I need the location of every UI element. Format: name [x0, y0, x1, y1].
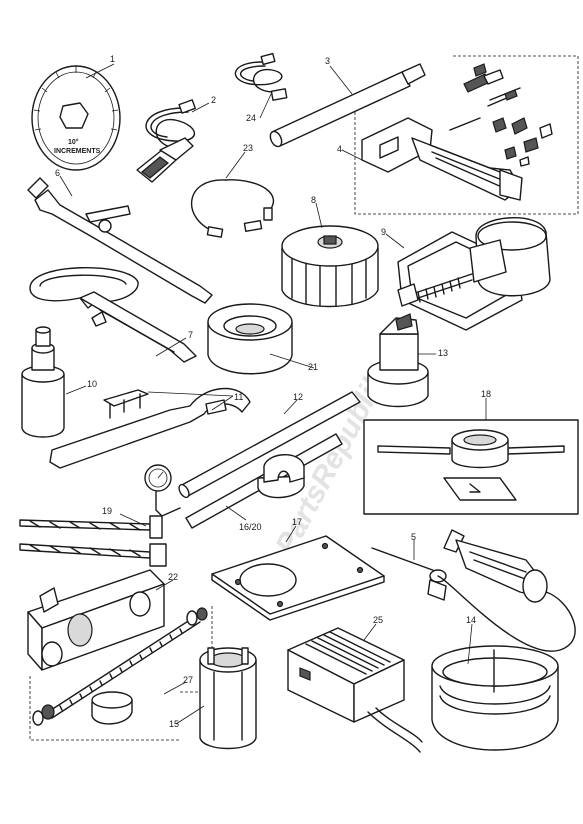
callout-24: 24	[246, 113, 256, 123]
slotted-socket-tool	[199, 647, 257, 750]
callout-17: 17	[292, 517, 302, 527]
split-ring-tool	[431, 645, 559, 751]
c-spanner-tool	[49, 387, 251, 469]
callout-11: 11	[234, 392, 243, 402]
callout-3: 3	[325, 56, 330, 66]
callout-4: 4	[337, 144, 342, 154]
callout-22: 22	[168, 572, 178, 582]
spline-drift-tool	[367, 313, 429, 408]
pressure-gauge	[144, 464, 181, 517]
hose-set-tool	[19, 515, 167, 567]
clamp-puller-tool	[397, 217, 551, 331]
fluid-extractor-tool	[371, 529, 576, 652]
holding-wrench-tool	[27, 177, 213, 304]
callout-15: 15	[169, 719, 179, 729]
callout-5: 5	[411, 532, 416, 542]
callout-10: 10	[87, 379, 97, 389]
oil-filter-wrench	[281, 225, 379, 308]
short-adapter-lead	[234, 52, 288, 101]
battery-charger-tool	[287, 627, 423, 753]
callout-13: 13	[438, 348, 448, 358]
degree-disc-tool: 10° INCREMENTS	[31, 65, 121, 171]
cylinder-pin-tool	[21, 326, 65, 438]
dial-label-increments: INCREMENTS	[54, 148, 101, 155]
callout-1: 1	[110, 54, 115, 64]
mounting-plate-tool	[211, 535, 385, 621]
leader-lines	[59, 63, 487, 725]
die-holder-kit-18	[363, 419, 579, 515]
alignment-bar-tool	[27, 569, 165, 671]
callout-2: 2	[211, 95, 216, 105]
diagnostic-lead-tool	[136, 99, 196, 183]
callout-19: 19	[102, 506, 112, 516]
callout-25: 25	[373, 615, 383, 625]
callout-27: 27	[183, 675, 193, 685]
strap-wrench-tool	[29, 266, 197, 363]
callout-labels: 1 2 3 4 5 6 7 8 9 10 11 12 13 14 15 16/2…	[55, 54, 491, 729]
callout-12: 12	[293, 392, 303, 402]
extension-lead-tool	[190, 179, 275, 238]
long-tube-tool	[269, 63, 426, 148]
callout-9: 9	[381, 227, 386, 237]
ring-adapter-tool	[207, 303, 293, 375]
callout-23: 23	[243, 143, 253, 153]
puller-kit-4	[354, 55, 579, 215]
threaded-rod-kit-27	[29, 604, 213, 741]
callout-8: 8	[311, 195, 316, 205]
callout-14: 14	[466, 615, 476, 625]
holder-rod-tool	[185, 433, 343, 529]
callout-7: 7	[188, 330, 193, 340]
callout-18: 18	[481, 389, 491, 399]
callout-21: 21	[308, 362, 318, 372]
dial-label-degrees: 10°	[68, 138, 79, 146]
long-bar-tool	[178, 391, 361, 499]
callout-16-20: 16/20	[239, 522, 262, 532]
callout-6: 6	[55, 168, 60, 178]
